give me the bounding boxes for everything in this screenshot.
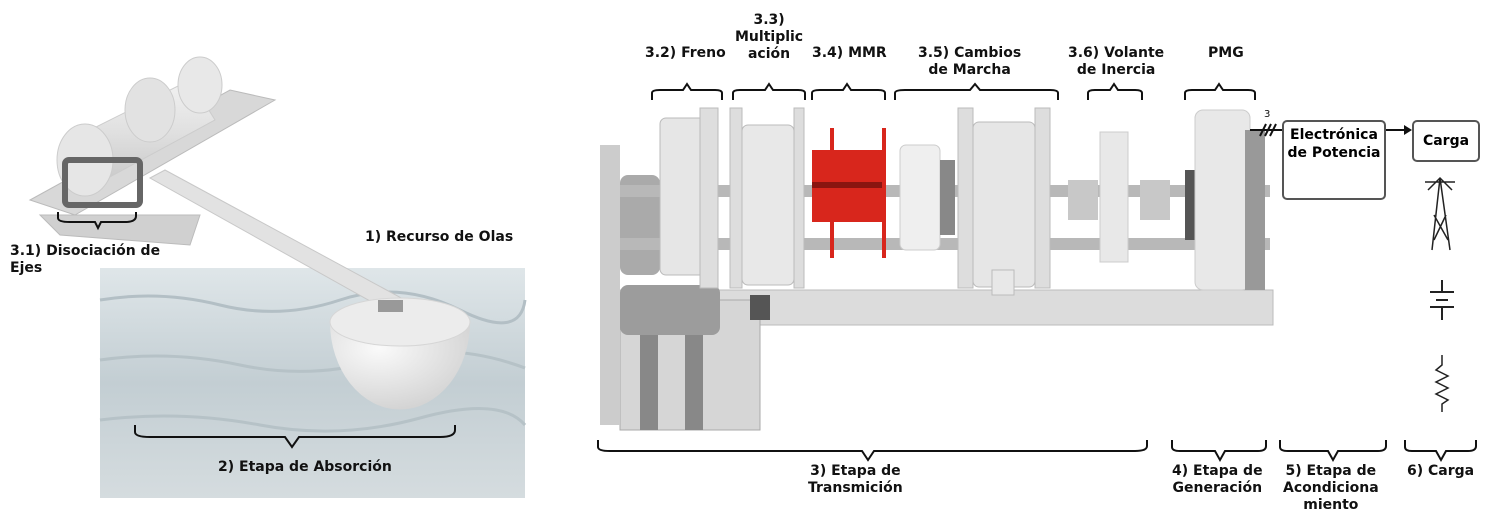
box-carga-label: Carga (1422, 133, 1470, 149)
label-carga-stage: 6) Carga (1407, 463, 1475, 479)
label-phases: 3 (1264, 109, 1271, 120)
arrow-to-load (1384, 125, 1412, 135)
battery-icon (1430, 280, 1454, 320)
three-phase-line (1250, 123, 1282, 137)
label-generacion: 4) Etapa de Generación (1172, 463, 1263, 496)
label-acondicionamiento: 5) Etapa de Acondiciona miento (1283, 463, 1379, 513)
pmg-generator (1185, 109, 1265, 291)
drive-cylinder (56, 56, 223, 208)
brace-disociacion (57, 212, 137, 231)
label-pmg: PMG (1208, 45, 1244, 61)
brake-discs (659, 107, 719, 289)
brace-absorcion (134, 425, 456, 449)
label-mmr: 3.4) MMR (812, 45, 887, 61)
box-electronica-potencia: Electrónica de Potencia (1282, 120, 1386, 200)
buoy (329, 297, 471, 410)
box-electronica-label: Electrónica de Potencia (1287, 127, 1381, 161)
label-disociacion: 3.1) Disociación de Ejes (10, 243, 161, 276)
label-transmision: 3) Etapa de Transmición (808, 463, 903, 496)
label-recurso-olas: 1) Recurso de Olas (365, 229, 514, 245)
resistor-icon (1434, 355, 1450, 412)
gear-change (899, 107, 1051, 296)
box-carga: Carga (1412, 120, 1480, 162)
bottom-braces (597, 440, 1477, 463)
label-volante: 3.6) Volante de Inercia (1068, 45, 1165, 78)
transmission-tower-icon (1425, 176, 1455, 251)
top-braces (651, 82, 1256, 100)
label-multiplicacion: 3.3) Multiplic ación (735, 12, 804, 62)
label-cambios: 3.5) Cambios de Marcha (918, 45, 1022, 78)
flywheel (1068, 131, 1170, 263)
label-absorcion: 2) Etapa de Absorción (218, 459, 392, 475)
mmr-assembly (812, 128, 886, 258)
label-freno: 3.2) Freno (645, 45, 726, 61)
multiplication-gear (729, 107, 805, 289)
